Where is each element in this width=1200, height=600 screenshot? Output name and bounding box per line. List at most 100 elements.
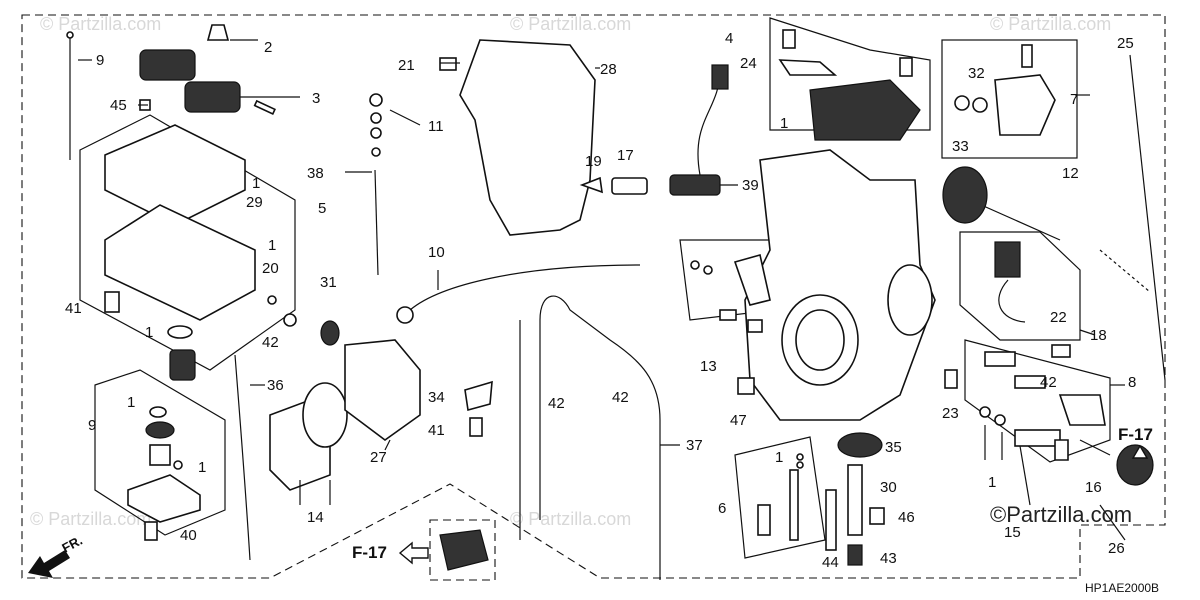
bolt — [439, 57, 457, 71]
callout-38: 38 — [307, 165, 324, 182]
carburetor-bore — [795, 309, 845, 371]
main-jet — [847, 544, 863, 566]
pilot-screw — [757, 504, 771, 536]
callout-7: 7 — [1070, 91, 1078, 108]
callout-27: 27 — [370, 449, 387, 466]
callout-8: 8 — [1128, 374, 1136, 391]
washer — [370, 127, 382, 139]
reference-labels: F-17 F-17 — [352, 425, 1153, 565]
callout-22: 22 — [1050, 309, 1067, 326]
callout-31: 31 — [320, 274, 337, 291]
callout-47: 47 — [730, 412, 747, 429]
screw — [1021, 44, 1033, 68]
spring — [1014, 375, 1046, 389]
watermark-text: © Partzilla.com — [40, 14, 161, 34]
return-spring — [1099, 249, 1151, 293]
callout-1: 1 — [775, 449, 783, 466]
arrow-left-icon — [398, 541, 429, 565]
slow-jet — [825, 489, 837, 551]
callout-21: 21 — [398, 57, 415, 74]
joint-plate — [464, 380, 493, 412]
screw — [144, 521, 158, 541]
o-ring — [979, 406, 991, 418]
callout-1: 1 — [127, 394, 135, 411]
connector — [711, 64, 729, 90]
callout-9: 9 — [88, 417, 96, 434]
callout-39: 39 — [742, 177, 759, 194]
callout-3: 3 — [312, 90, 320, 107]
leader-line — [1129, 54, 1166, 381]
plug — [869, 507, 885, 525]
linkage-group-box — [941, 39, 1078, 159]
callout-11: 11 — [428, 118, 444, 135]
needle-jet-holder — [847, 464, 863, 536]
callout-26: 26 — [1108, 540, 1125, 557]
insulator — [344, 339, 421, 441]
o-ring — [267, 295, 277, 305]
callout-9: 9 — [96, 52, 104, 69]
leader-lines — [78, 39, 1166, 541]
screw — [782, 29, 796, 49]
leader-line — [384, 439, 391, 451]
callout-29: 29 — [246, 194, 263, 211]
float-bowl — [104, 204, 256, 321]
callout-28: 28 — [600, 61, 617, 78]
callout-15: 15 — [1004, 524, 1021, 541]
lever — [994, 74, 1056, 136]
o-ring — [173, 460, 183, 470]
callout-20: 20 — [262, 260, 279, 277]
drain-group-box — [94, 369, 226, 536]
throttle-position-sensor — [669, 174, 721, 196]
callout-34: 34 — [428, 389, 445, 406]
callout-4: 4 — [725, 30, 733, 47]
callout-45: 45 — [110, 97, 127, 114]
spring — [149, 444, 171, 466]
callout-35: 35 — [885, 439, 902, 456]
callout-12: 12 — [1062, 165, 1079, 182]
callout-44: 44 — [822, 554, 839, 571]
roller — [320, 320, 340, 346]
reference-label-f17: F-17 — [352, 543, 387, 562]
rubber-cap — [184, 81, 241, 113]
nut — [972, 97, 988, 113]
leader-line — [1079, 329, 1096, 336]
top-cover-group-box — [769, 17, 931, 131]
rubber-cap — [139, 49, 196, 81]
pump-cover — [127, 474, 201, 523]
adjuster-screw — [1079, 439, 1111, 456]
float-arm — [733, 254, 771, 306]
callout-42: 42 — [548, 395, 565, 412]
cable-end — [396, 306, 414, 324]
spring — [611, 177, 648, 195]
float-bowl-gasket — [104, 124, 246, 226]
callout-19: 19 — [585, 153, 602, 170]
callout-32: 32 — [968, 65, 985, 82]
callout-37: 37 — [686, 437, 703, 454]
plunger — [984, 351, 1016, 367]
tube-end — [66, 31, 74, 39]
callout-1: 1 — [988, 474, 996, 491]
jet-needle — [374, 169, 379, 276]
o-ring — [302, 382, 348, 448]
fitting — [1058, 394, 1106, 426]
intake-bell — [887, 264, 933, 336]
callout-41: 41 — [428, 422, 445, 439]
jet-group-box — [734, 436, 826, 559]
callout-24: 24 — [740, 55, 757, 72]
outer-frame — [21, 14, 1166, 579]
hose-joint — [1014, 429, 1061, 447]
callout-18: 18 — [1090, 327, 1107, 344]
spring — [747, 319, 763, 333]
sensor-wire — [998, 279, 1026, 323]
screw — [944, 369, 958, 389]
leader-line — [389, 109, 421, 126]
washer — [579, 176, 603, 194]
sensor-connector — [994, 241, 1021, 278]
callout-numbers: 9 2 3 45 1 29 5 1 20 41 1 9 1 1 40 21 28… — [65, 30, 1136, 571]
callout-42: 42 — [612, 389, 629, 406]
drain-tube — [234, 354, 251, 561]
screw — [737, 377, 755, 395]
sensor-group-box — [959, 231, 1081, 341]
reference-label-f17: F-17 — [1118, 425, 1153, 444]
callout-41: 41 — [65, 300, 82, 317]
